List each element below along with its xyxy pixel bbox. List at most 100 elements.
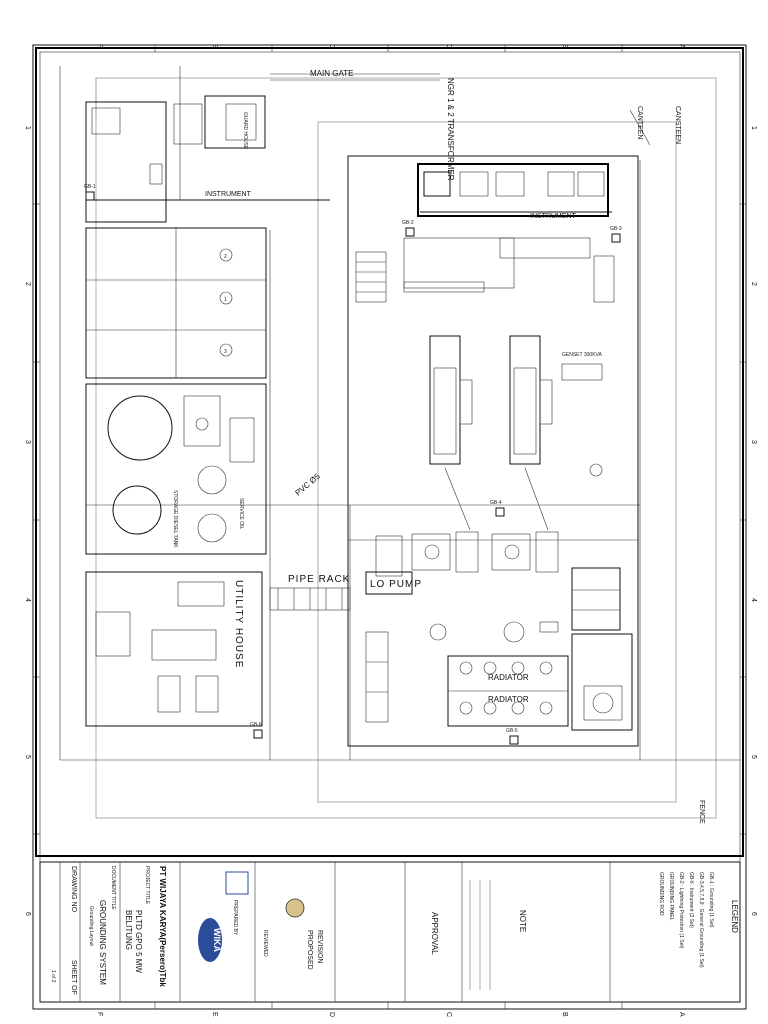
- instrument-label-left: INSTRUMENT: [205, 191, 252, 198]
- grid-ticks: [33, 45, 746, 1009]
- approval-title: APPROVAL: [430, 912, 439, 955]
- grid-letter: B: [561, 44, 568, 49]
- switchgear-block: INSTRUMENT: [417, 163, 612, 220]
- project-title-label: PROJECT TITLE: [144, 866, 150, 905]
- legend-item: GB-3,4,5,7,8,9 : General Grounding (1 Se…: [698, 872, 704, 968]
- side-grid-numbers: 1 2 3 4 5 6 1 2 3 4 5 6: [24, 126, 757, 916]
- grid-number: 1: [750, 126, 757, 130]
- small-genset: GENSET 300KVA: [561, 352, 602, 477]
- wika-logo-text: WIKA: [212, 928, 222, 952]
- legend-item: GROUNDING ROD: [658, 872, 664, 916]
- prepared-by-label: PREPARED BY: [232, 900, 238, 936]
- fuel-storage-area: STORAGE DIESEL TANK SERVICE OIL: [85, 383, 267, 555]
- title-block: LEGEND GB-1 : Grounding (1 Set) GB-3,4,5…: [39, 861, 741, 1003]
- sheet-of-value: 1 of 2: [50, 970, 56, 983]
- grid-letter: A: [678, 1012, 685, 1017]
- instrument-line-left: INSTRUMENT: [90, 191, 330, 201]
- grid-letter: F: [96, 1012, 103, 1016]
- main-gate-road: MAIN GATE: [270, 69, 440, 81]
- grid-number: 5: [24, 755, 31, 759]
- lo-pump-label: LO PUMP: [370, 579, 422, 590]
- document-title-label: DOCUMENT TITLE: [110, 866, 116, 910]
- grid-letter: C: [445, 44, 452, 49]
- office-block: GUARD HOUSE: [85, 95, 266, 223]
- radiator-bank: RADIATOR RADIATOR: [447, 655, 569, 727]
- grid-letter: B: [561, 1012, 568, 1017]
- radiator-label-1: RADIATOR: [488, 673, 529, 682]
- pit-label: GB-2: [402, 220, 414, 226]
- tank-label: 3: [224, 349, 227, 355]
- radiator-label-2: RADIATOR: [488, 695, 529, 704]
- transformer-label: NGR 1 & 2 TRANSFORMER: [446, 78, 455, 181]
- tank-block: 2 1 3: [85, 227, 267, 379]
- canteen: CANTEEN CANSTEEN: [629, 106, 681, 146]
- legend-item: GROUNDING PANEL: [668, 872, 674, 921]
- grid-number: 2: [24, 282, 31, 286]
- grid-number: 2: [750, 282, 757, 286]
- main-gate-label: MAIN GATE: [310, 69, 353, 78]
- genset-label: GENSET 300KVA: [562, 352, 602, 358]
- grid-number: 4: [24, 598, 31, 602]
- pump-row: [375, 531, 559, 577]
- document-subtitle: Grounding Layout: [88, 906, 94, 946]
- company-name: PT WIJAYA KARYA(Persero)Tbk: [158, 866, 167, 987]
- proposed-label: PROPOSED: [306, 930, 313, 970]
- canteen-label: CANTEEN: [636, 106, 643, 139]
- consultant-logo-icon: [225, 871, 249, 895]
- grid-number: 4: [750, 598, 757, 602]
- pit-label: GB-4: [490, 500, 502, 506]
- instrument-label-right: INSTRUMENT: [530, 213, 577, 220]
- grid-letter: F: [96, 44, 103, 48]
- grounding-pits: GB-1 GB-2 GB-3 GB-4 GB-5 GB-6: [84, 184, 622, 745]
- approval-seal-icon: [285, 898, 305, 918]
- sheet-inner-frame: [39, 51, 741, 1003]
- project-name: PLTD GPO 5 MW: [134, 910, 143, 973]
- legend-item: GB-2 : Lightning Protection (1 Set): [678, 872, 684, 949]
- utility-house: UTILITY HOUSE: [85, 571, 263, 727]
- grid-number: 6: [24, 912, 31, 916]
- document-title: GROUNDING SYSTEM: [98, 900, 107, 985]
- pit-label: GB-3: [610, 226, 622, 232]
- grid-letter: C: [445, 1012, 452, 1017]
- grounding-cable-runs: [59, 66, 740, 761]
- service-oil-label: SERVICE OIL: [238, 498, 244, 530]
- grid-number: 1: [24, 126, 31, 130]
- legend-title: LEGEND: [730, 900, 739, 933]
- tank-label: 1: [224, 297, 227, 303]
- lo-pump: LO PUMP: [365, 571, 422, 723]
- grid-number: 5: [750, 755, 757, 759]
- panel-room: [355, 237, 615, 303]
- drawing-area-frame: [35, 47, 744, 857]
- pit-label: GB-5: [506, 728, 518, 734]
- legend-item: GB-1 : Grounding (1 Set): [708, 872, 714, 928]
- guard-house-label: GUARD HOUSE: [242, 112, 248, 150]
- revision-title: REVISION: [316, 930, 323, 963]
- sheet-of-label: SHEET OF: [70, 960, 77, 995]
- pipe-rack-label: PIPE RACK: [288, 574, 350, 585]
- control-devices: [429, 567, 621, 643]
- pit-label: GB-1: [84, 184, 96, 190]
- cooling-tank: [571, 633, 633, 731]
- storage-diesel-label: STORAGE DIESEL TANK: [172, 490, 178, 548]
- grid-number: 3: [750, 440, 757, 444]
- sheet-outer-frame: [32, 44, 747, 1010]
- bottom-grid-letters: F E D C B A: [96, 1012, 685, 1017]
- grid-letter: D: [328, 1012, 335, 1017]
- grid-number: 6: [750, 912, 757, 916]
- wika-logo-icon: [198, 918, 222, 962]
- grid-letter: E: [211, 44, 218, 49]
- drawing-no-label: DRAWING NO: [70, 866, 77, 913]
- tank-label: 2: [224, 254, 227, 260]
- note-title: NOTE: [518, 910, 527, 932]
- grid-letter: E: [211, 1012, 218, 1017]
- genset-2: [509, 335, 553, 531]
- fence-label: FENCE: [698, 800, 705, 824]
- grid-letter: D: [328, 44, 335, 49]
- site-fence: FENCE: [95, 77, 717, 824]
- project-location: BELITUNG: [124, 910, 133, 950]
- utility-house-label: UTILITY HOUSE: [233, 580, 244, 668]
- grid-letter: A: [678, 44, 685, 49]
- power-house: [347, 155, 639, 747]
- canteen-label-2: CANSTEEN: [674, 106, 681, 144]
